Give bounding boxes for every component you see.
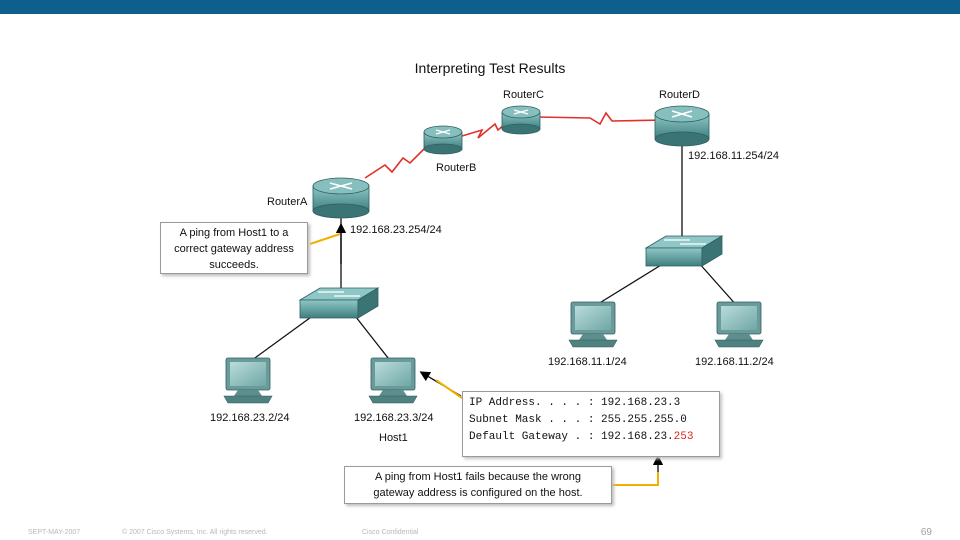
callout-fail-pointer (612, 472, 659, 486)
callout-success-line3: succeeds. (209, 259, 259, 271)
callout-fail-line1: A ping from Host1 fails because the wron… (374, 471, 582, 483)
router-a-lan-address: 192.168.23.254/24 (350, 224, 442, 236)
default-gateway-label: Default Gateway . : (469, 431, 602, 443)
router-a-label: RouterA (267, 196, 308, 208)
pc3-address: 192.168.11.1/24 (548, 356, 627, 368)
footer-confidential: Cisco Confidential (362, 529, 419, 536)
pc-icon-host1 (368, 357, 418, 404)
router-d-label: RouterD (659, 89, 700, 101)
top-banner (0, 0, 960, 14)
diagram-title: Interpreting Test Results (414, 60, 566, 76)
host1-ip-configuration: IP Address. . . . : 192.168.23.3 Subnet … (462, 391, 720, 457)
footer-date: SEPT-MAY-2007 (28, 529, 81, 536)
subnet-mask-row: Subnet Mask . . . : 255.255.255.0 (469, 412, 719, 429)
router-icon-a (312, 177, 370, 219)
subnet-mask-value: 255.255.255.0 (601, 414, 687, 426)
router-b-label: RouterB (436, 162, 477, 174)
link-switch1-pc1 (247, 311, 319, 364)
host1-label: Host1 (379, 432, 408, 444)
callout-ping-success: A ping from Host1 to a correct gateway a… (160, 222, 308, 274)
host1-address: 192.168.23.3/24 (354, 412, 434, 424)
router-d-lan-address: 192.168.11.254/24 (688, 150, 779, 162)
callout-success-line1: A ping from Host1 to a (179, 227, 289, 239)
pc1-address: 192.168.23.2/24 (210, 412, 290, 424)
default-gateway-prefix: 192.168.23. (601, 431, 674, 443)
pc4-address: 192.168.11.2/24 (695, 356, 774, 368)
router-c-label: RouterC (503, 89, 544, 101)
footer-copyright: © 2007 Cisco Systems, Inc. All rights re… (122, 529, 268, 536)
link-switch2-pc3 (592, 261, 667, 308)
link-switch2-pc4 (697, 261, 739, 308)
serial-link-c-d (536, 111, 666, 126)
serial-link-b-c (461, 122, 506, 139)
ip-address-label: IP Address. . . . : (469, 397, 602, 409)
router-icon-d (654, 105, 710, 147)
default-gateway-wrong-octet: 253 (673, 431, 694, 443)
serial-link-a-b (364, 147, 426, 179)
switch-icon-2 (644, 235, 724, 267)
switch-icon-1 (298, 287, 380, 319)
callout-fail-line2: gateway address is configured on the hos… (373, 487, 583, 499)
default-gateway-row: Default Gateway . : 192.168.23.253 (469, 429, 719, 446)
ip-address-value: 192.168.23.3 (601, 397, 681, 409)
page-number: 69 (920, 527, 932, 538)
pc-icon-4 (714, 301, 764, 348)
pc-icon-1 (223, 357, 273, 404)
router-icon-c (501, 105, 541, 135)
pc-icon-3 (568, 301, 618, 348)
router-icon-b (423, 125, 463, 155)
link-switch1-host1 (351, 311, 393, 364)
ip-address-row: IP Address. . . . : 192.168.23.3 (469, 395, 719, 412)
serial-links (364, 111, 666, 179)
callout-ping-fail: A ping from Host1 fails because the wron… (344, 466, 612, 504)
callout-ipbox-pointer (435, 379, 463, 399)
subnet-mask-label: Subnet Mask . . . : (469, 414, 602, 426)
callout-success-pointer (309, 233, 341, 245)
callout-success-line2: correct gateway address (174, 243, 294, 255)
